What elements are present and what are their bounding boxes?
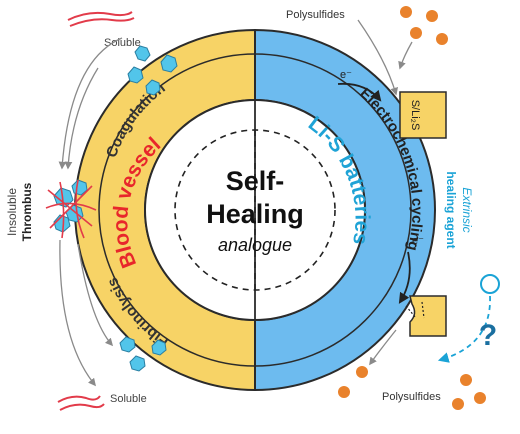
soluble-label-bottom: Soluble — [110, 393, 147, 405]
polysulfides-label-top: Polysulfides — [286, 9, 345, 21]
healing-agent-arrow — [437, 295, 491, 363]
electron-arrow-top — [337, 82, 382, 102]
center-title-line1: Self- — [226, 166, 285, 196]
platelet-cluster-top-icon — [127, 45, 178, 96]
healing-agent-label: healing agent — [444, 171, 458, 248]
polysulfides-label-bottom: Polysulfides — [382, 391, 441, 403]
thrombus-icon — [45, 179, 97, 239]
center-subtitle: analogue — [218, 235, 292, 255]
healing-agent-icon — [480, 274, 500, 294]
arrow-soluble-to-thrombus — [58, 37, 123, 170]
electron-label-top: e⁻ — [340, 69, 352, 81]
arrow-thrombus-to-platelets — [77, 243, 114, 347]
deposit-box — [399, 91, 447, 139]
electron-label-bottom: e⁻ — [412, 235, 424, 247]
arrow-thrombus-to-soluble — [59, 239, 96, 387]
electron-arrow-bottom — [398, 251, 411, 304]
platelet-cluster-bottom-icon — [119, 336, 167, 372]
arrow-polysulfides-in — [398, 41, 413, 70]
arrow-platelets-to-thrombus — [64, 67, 99, 170]
insoluble-label: Insoluble — [5, 188, 19, 236]
arrow-deposit-to-polysulfides — [369, 329, 397, 366]
soluble-label-top: Soluble — [104, 37, 141, 49]
deposit-label: S/Li₂S — [409, 100, 421, 131]
extrinsic-label: Extrinsic — [460, 187, 474, 232]
arrow-polysulfides-to-deposit — [357, 19, 398, 96]
polysulfide-particles-bottom-icon — [338, 366, 486, 410]
soluble-fibrin-top-icon — [67, 11, 135, 27]
center-title-line2: Healing — [206, 199, 304, 229]
soluble-fibrin-bottom-icon — [57, 395, 105, 411]
question-mark: ? — [479, 319, 497, 352]
crack-arrows-icon — [405, 301, 425, 319]
cracked-deposit — [409, 295, 447, 337]
polysulfide-particles-top-icon — [400, 6, 448, 45]
thrombus-label: Thrombus — [20, 182, 34, 241]
